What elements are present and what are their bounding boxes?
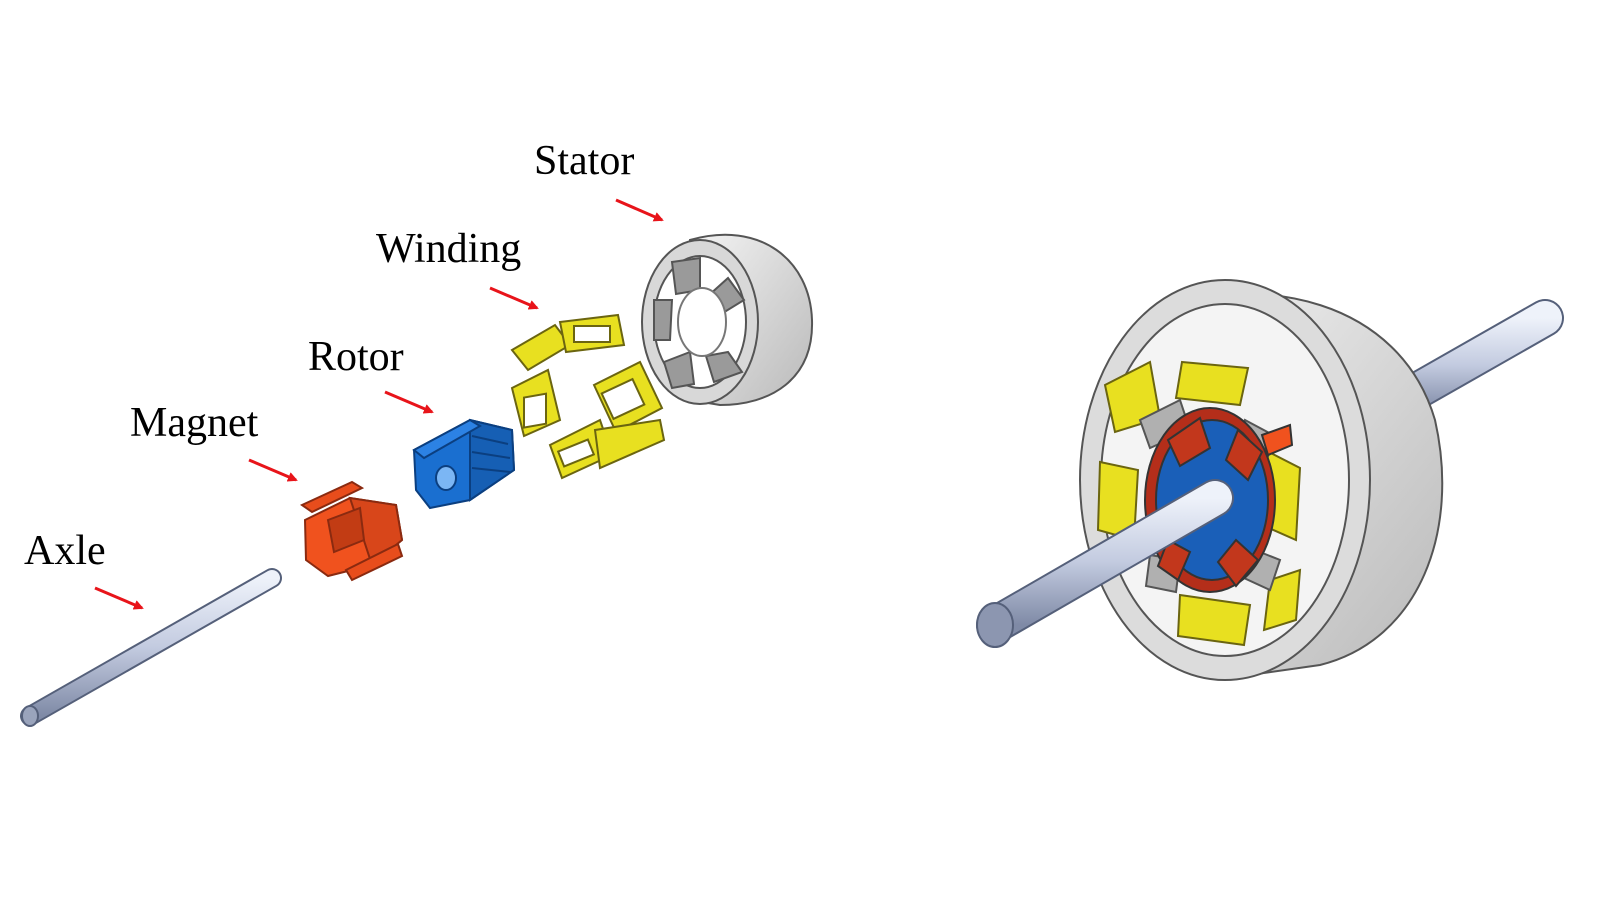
callout-arrows — [94, 198, 664, 610]
stator-label: Stator — [534, 138, 635, 184]
magnet-part — [299, 480, 404, 582]
stator-part — [641, 233, 814, 407]
magnet-label: Magnet — [130, 400, 259, 446]
winding-arrow — [489, 286, 539, 310]
rotor-label: Rotor — [308, 334, 404, 380]
exploded-view — [20, 198, 814, 727]
axle-part — [20, 568, 282, 727]
assembled-axle-front — [976, 479, 1234, 648]
winding-part — [510, 313, 666, 480]
magnet-arrow — [248, 458, 298, 482]
axle-arrow — [94, 586, 144, 610]
rotor-arrow — [384, 390, 434, 414]
stator-arrow — [615, 198, 664, 222]
winding-label: Winding — [376, 226, 522, 272]
rotor-part — [412, 418, 516, 510]
axle-label: Axle — [24, 528, 106, 574]
assembled-view — [976, 279, 1564, 681]
